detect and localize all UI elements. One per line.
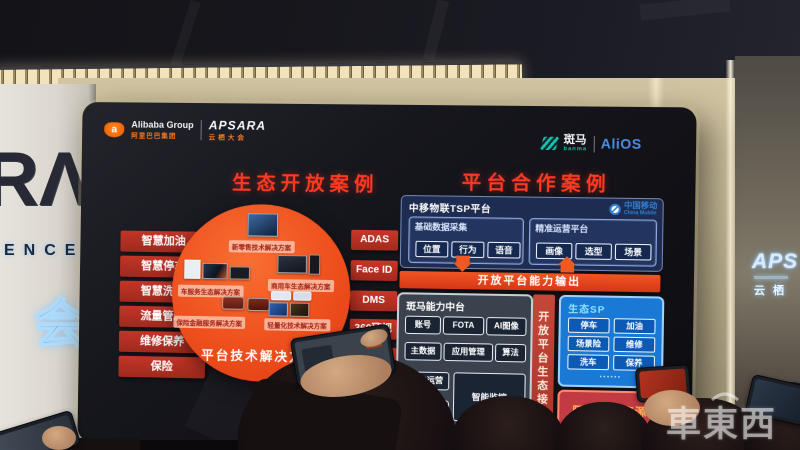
circle-label-right: 商用车生态解决方案 [267, 278, 334, 293]
sp-button: 停车 [567, 317, 610, 334]
tsp-platform-title: 中移物联TSP平台 [408, 203, 492, 216]
right-pillar-sign-bar [754, 276, 788, 279]
screenshot-thumbnail [202, 262, 228, 280]
screenshot-thumbnail [308, 254, 321, 275]
tech-pill: ADAS [350, 229, 399, 251]
up-arrow-head [557, 256, 577, 266]
logo-divider [200, 120, 202, 141]
banma-platform-title: 斑马能力中台 [406, 301, 465, 314]
tsp-button: 场景 [614, 243, 652, 261]
logo-divider [593, 135, 595, 152]
china-mobile-icon [609, 203, 621, 215]
chip-thumbnail [270, 291, 292, 301]
ops-title: 精准运营平台 [535, 223, 589, 235]
alios-text: AliOS [600, 136, 642, 152]
circle-label-bottom-left: 保险金融服务解决方案 [173, 315, 246, 329]
banma-cn-text: 斑马 [563, 133, 587, 147]
sp-button: 维修 [613, 336, 656, 353]
watermark-arc-icon [710, 392, 740, 401]
watermark: 車東西 [666, 392, 778, 447]
apsara-cn-text: 云栖大会 [208, 134, 248, 142]
left-pillar-apsara-letters: RΛ [0, 137, 90, 222]
tsp-platform-box: 中移物联TSP平台 中国移动 China Mobile 基础数据采集 位置 行为… [399, 194, 664, 272]
china-mobile-en: China Mobile [623, 210, 657, 217]
apsara-text: APSARA [208, 118, 267, 133]
screenshot-thumbnail [277, 254, 308, 274]
screenshot-thumbnail [289, 302, 310, 317]
car-thumbnail [222, 296, 245, 310]
watermark-text: 車東西 [666, 405, 778, 444]
banma-icon [540, 136, 560, 151]
sp-button: 加油 [613, 318, 656, 335]
china-mobile-logo: 中国移动 China Mobile [609, 201, 658, 217]
banma-button: AI图像 [486, 317, 527, 337]
capability-output-bar: 开放平台能力输出 [399, 270, 661, 293]
sp-button: 场景险 [567, 335, 610, 352]
left-pillar-conference-letters: ENCE [4, 242, 85, 259]
china-mobile-wordmark: 中国移动 China Mobile [623, 201, 658, 217]
banma-button: 应用管理 [443, 342, 494, 362]
banma-button: 算法 [494, 343, 527, 363]
right-section-title: 平台合作案例 [461, 172, 611, 196]
tech-pill: Face ID [350, 260, 398, 282]
tsp-button: 选型 [575, 243, 612, 260]
banma-wordmark: 斑马 banma [563, 133, 588, 153]
tsp-button: 语音 [487, 241, 521, 259]
chip-thumbnail [293, 291, 312, 301]
banma-en-text: banma [563, 146, 588, 153]
down-arrow-head [453, 262, 472, 273]
alibaba-apsara-logo: a Alibaba Group 阿里巴巴集团 APSARA 云栖大会 [104, 118, 266, 142]
banma-button: 主数据 [404, 341, 442, 361]
circle-label-top: 新零售技术解决方案 [228, 240, 295, 254]
car-thumbnail [247, 297, 270, 312]
wall-highlight [726, 60, 735, 450]
alibaba-group-text: Alibaba Group [131, 119, 194, 131]
right-pillar-apsara-sign: APS [752, 250, 799, 273]
ops-group: 精准运营平台 画像 选型 场景 [528, 217, 658, 267]
banma-button: 账号 [404, 315, 442, 335]
sp-title: 生态SP [568, 304, 606, 317]
audience-hand [42, 426, 76, 450]
screenshot-thumbnail [229, 266, 251, 280]
data-collect-title: 基础数据采集 [414, 221, 468, 233]
banma-button: FOTA [442, 316, 485, 336]
circle-label-bottom-right: 轻量化技术解决方案 [264, 318, 330, 332]
alibaba-icon: a [104, 121, 125, 137]
apsara-wordmark: APSARA 云栖大会 [208, 118, 267, 142]
tech-pill: DMS [349, 290, 398, 312]
audience-hand [644, 390, 700, 426]
alibaba-cn-text: 阿里巴巴集团 [131, 132, 177, 140]
up-arrow [560, 265, 575, 273]
alibaba-wordmark: Alibaba Group 阿里巴巴集团 [131, 119, 194, 140]
right-pillar-cn-sign: 云栖 [754, 285, 792, 297]
banma-alios-logo: 斑马 banma AliOS [540, 133, 642, 153]
tsp-button: 位置 [415, 240, 449, 258]
screenshot-thumbnail [247, 213, 279, 237]
left-section-title: 生态开放案例 [231, 172, 379, 196]
screenshot-thumbnail [268, 302, 288, 317]
screenshot-thumbnail [184, 259, 201, 279]
